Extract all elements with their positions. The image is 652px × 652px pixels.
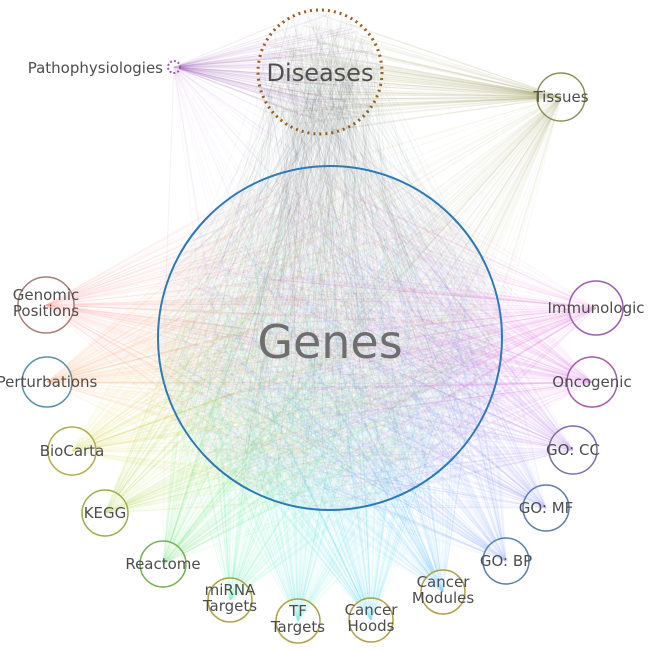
edge-fans: [45, 11, 597, 622]
node-label-pathophysiologies: Pathophysiologies: [28, 59, 163, 77]
node-reactome[interactable]: [139, 540, 187, 588]
node-cancer-hoods[interactable]: [348, 597, 394, 643]
edge-fan-mirna-targets: [160, 178, 493, 601]
node-label-reactome: Reactome: [125, 555, 200, 573]
edge-fan-pathophysiologies: [163, 14, 497, 493]
edge-fan-cancer-modules: [173, 184, 479, 593]
edge-fan-oncogenic: [164, 180, 593, 493]
node-label-immunologic: Immunologic: [547, 299, 644, 317]
edge-fan-immunologic: [167, 176, 597, 495]
node-diseases[interactable]: [256, 8, 384, 136]
node-genomic-positions[interactable]: [17, 276, 75, 334]
node-mirna-targets[interactable]: [207, 577, 253, 623]
edge-fan-perturbations: [46, 167, 498, 493]
node-immunologic[interactable]: [568, 280, 624, 336]
node-tissues[interactable]: [536, 72, 586, 122]
node-biocarta[interactable]: [47, 426, 97, 476]
node-labels: Genes Diseases PathophysiologiesTissuesGen…: [0, 59, 645, 636]
node-label-perturbations: Perturbations: [0, 373, 98, 391]
edge-fan-tissues: [159, 11, 562, 503]
node-go-cc[interactable]: [548, 425, 598, 475]
node-circles: [17, 8, 624, 644]
node-label-oncogenic: Oncogenic: [552, 373, 631, 391]
node-perturbations[interactable]: [21, 356, 73, 408]
node-label-biocarta: BioCarta: [40, 442, 105, 460]
node-oncogenic[interactable]: [566, 356, 618, 408]
node-genes[interactable]: [157, 165, 503, 511]
edge-fan-kegg: [104, 167, 498, 514]
edge-fan-go-bp: [159, 181, 507, 562]
node-label-go-cc: GO: CC: [546, 441, 600, 459]
node-label-diseases: Diseases: [267, 59, 374, 87]
node-label-genes: Genes: [257, 315, 402, 369]
node-cancer-modules[interactable]: [420, 569, 466, 615]
node-pathophysiologies[interactable]: [167, 60, 181, 74]
node-label-go-bp: GO: BP: [480, 552, 532, 570]
edge-fan-genomic-positions: [45, 166, 487, 486]
node-tf-targets[interactable]: [275, 598, 321, 644]
edge-fan-biocarta: [71, 168, 495, 507]
node-label-go-mf: GO: MF: [519, 499, 574, 517]
node-kegg[interactable]: [81, 489, 129, 537]
diseases-genes-web: [159, 11, 501, 503]
node-label-tissues: Tissues: [532, 88, 588, 106]
node-go-bp[interactable]: [482, 537, 530, 585]
edge-fan-tf-targets: [167, 176, 494, 622]
edge-fan-go-mf: [164, 180, 547, 509]
node-label-kegg: KEGG: [84, 504, 127, 522]
edge-fan-reactome: [162, 168, 491, 565]
node-go-mf[interactable]: [522, 484, 570, 532]
edge-fan-cancer-hoods: [167, 215, 473, 621]
